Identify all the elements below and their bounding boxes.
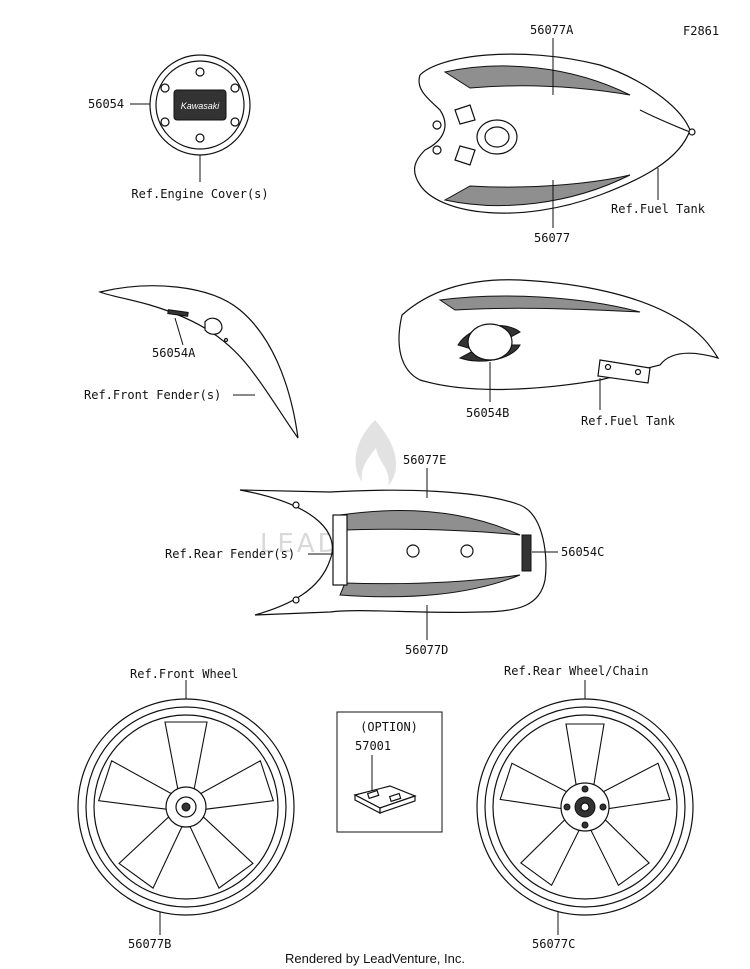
label-56077: 56077: [534, 231, 570, 245]
figure-code: F2861: [683, 24, 719, 38]
label-56077B: 56077B: [128, 937, 171, 951]
footer-credit: Rendered by LeadVenture, Inc.: [285, 951, 465, 966]
fuel-tank-top-view[interactable]: [413, 53, 696, 214]
watermark-flame-icon: [355, 420, 397, 486]
label-ref-front-wheel: Ref.Front Wheel: [130, 667, 238, 681]
tool-57001[interactable]: [353, 785, 417, 814]
label-ref-rear-wheel: Ref.Rear Wheel/Chain: [504, 664, 649, 678]
label-57001: 57001: [355, 739, 391, 753]
label-ref-rear-fender: Ref.Rear Fender(s): [165, 547, 295, 561]
option-box: (OPTION) 57001: [336, 711, 443, 833]
rear-wheel[interactable]: [476, 698, 694, 916]
engine-cover-emblem-text: Kawasaki: [181, 101, 221, 111]
label-ref-front-fender: Ref.Front Fender(s): [84, 388, 221, 402]
label-56077D: 56077D: [405, 643, 448, 657]
label-56054: 56054: [88, 97, 124, 111]
label-56054A: 56054A: [152, 346, 196, 360]
engine-cover-emblem[interactable]: Kawasaki: [149, 54, 251, 156]
label-ref-fuel-tank-2: Ref.Fuel Tank: [581, 414, 676, 428]
label-ref-fuel-tank-1: Ref.Fuel Tank: [611, 202, 706, 216]
front-fender[interactable]: [98, 285, 299, 439]
front-wheel[interactable]: [77, 698, 295, 916]
label-56054C: 56054C: [561, 545, 604, 559]
label-56077E: 56077E: [403, 453, 446, 467]
label-ref-engine-cover: Ref.Engine Cover(s): [131, 187, 268, 201]
label-56077C: 56077C: [532, 937, 575, 951]
label-option: (OPTION): [360, 720, 418, 734]
label-56077A: 56077A: [530, 23, 574, 37]
fuel-tank-side-view[interactable]: [398, 279, 720, 391]
rear-fender[interactable]: [239, 489, 547, 616]
label-56054B: 56054B: [466, 406, 509, 420]
